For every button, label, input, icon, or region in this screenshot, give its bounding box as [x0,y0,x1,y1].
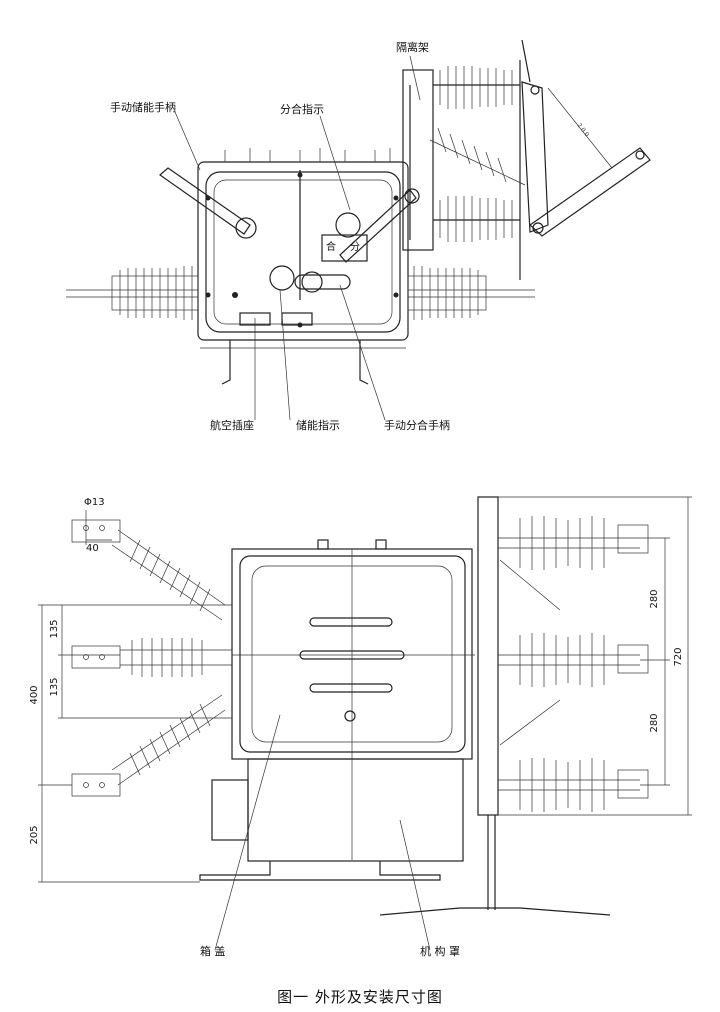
dim-terminal-width: 40 [86,543,99,554]
dim-spacing-upper: 135 [49,619,60,639]
panel-text-open: 分 [350,242,360,253]
label-open-close-indicator: 分合指示 [280,103,324,116]
label-aviation-socket: 航空插座 [210,419,254,432]
dim-phase-spacing-upper: 280 [649,589,660,609]
label-mechanism-cover: 机 构 罩 [420,945,460,958]
panel-text-close: 合 [326,242,336,253]
label-manual-storage-handle: 手动储能手柄 [110,101,176,114]
label-isolation-frame: 隔离架 [396,41,429,54]
front-view-drawing [38,496,692,951]
svg-text:2 0 0: 2 0 0 [575,122,590,138]
label-storage-indicator: 储能指示 [296,419,340,432]
top-view-drawing: 2 0 0 [66,39,651,421]
label-manual-open-close-handle: 手动分合手柄 [384,419,450,432]
dim-hole-diameter: Φ13 [84,497,105,508]
dim-phase-spacing-lower: 280 [649,713,660,733]
dim-overall-height: 720 [673,647,684,667]
dim-spacing-lower: 135 [49,677,60,697]
dim-base-height: 205 [29,825,40,845]
figure-caption: 图一 外形及安装尺寸图 [277,988,443,1006]
dim-height-total-left: 400 [29,685,40,705]
label-box-cover: 箱 盖 [200,945,226,958]
